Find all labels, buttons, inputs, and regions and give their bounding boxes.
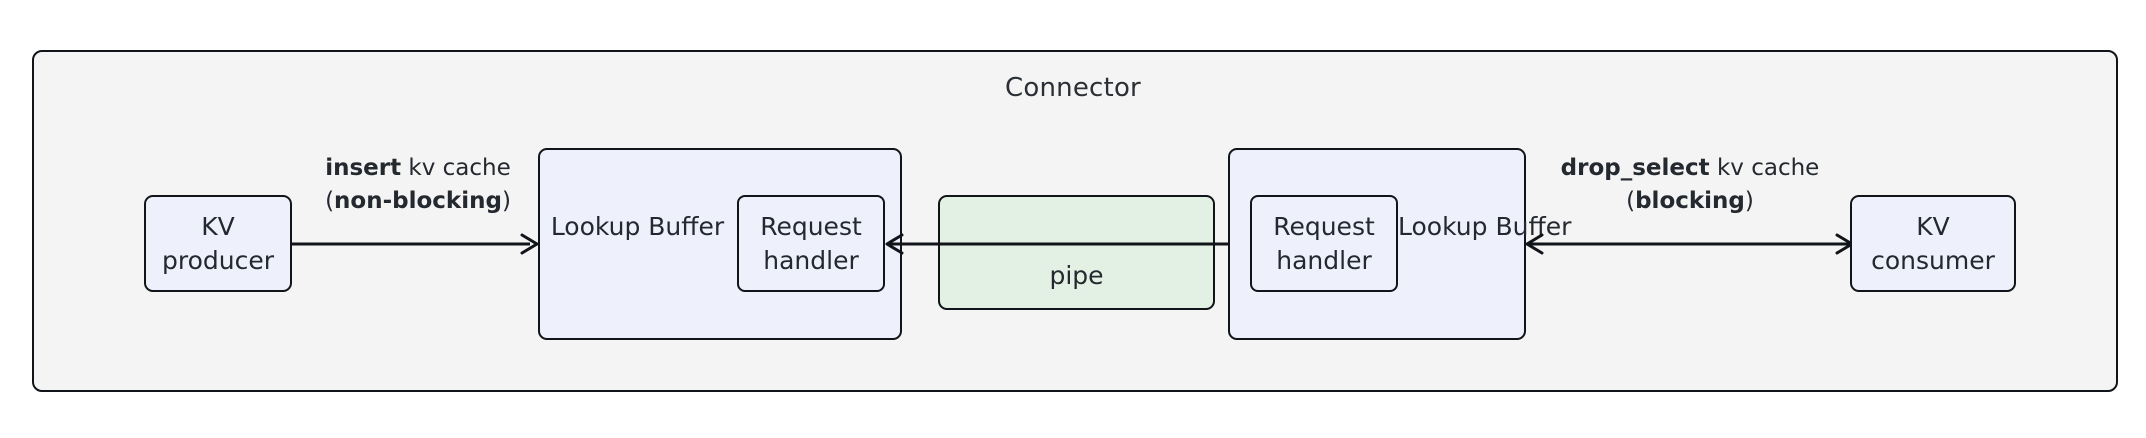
edge-label-drop-select-line2: (blocking) bbox=[1520, 185, 1860, 218]
edge-label-drop-select-close: ) bbox=[1744, 187, 1754, 214]
request-handler-right-line1: Request bbox=[1273, 212, 1375, 241]
edge-label-drop-select-rest: kv cache bbox=[1709, 155, 1820, 181]
request-handler-right-line2: handler bbox=[1276, 245, 1372, 275]
edge-label-insert-rest: kv cache bbox=[401, 155, 511, 181]
node-pipe: pipe bbox=[938, 195, 1215, 310]
kv-producer-line2: producer bbox=[161, 245, 274, 275]
edge-label-drop-select-open: ( bbox=[1626, 187, 1636, 214]
node-request-handler-right: Request handler bbox=[1250, 195, 1398, 292]
edge-label-insert-bold: insert bbox=[325, 155, 402, 181]
edge-label-drop-select-bold: drop_select bbox=[1560, 155, 1710, 181]
node-kv-producer: KV producer bbox=[144, 195, 292, 292]
edge-label-drop-select-bold2: blocking bbox=[1635, 187, 1745, 214]
connector-title: Connector bbox=[1005, 73, 1141, 103]
lookup-buffer-right-line1: Lookup bbox=[1398, 212, 1488, 241]
edge-label-drop-select: drop_select kv cache (blocking) bbox=[1520, 152, 1860, 217]
edge-label-drop-select-line1: drop_select kv cache bbox=[1520, 152, 1860, 185]
edge-label-insert-bold2: non-blocking bbox=[334, 187, 502, 214]
edge-label-insert-line1: insert kv cache bbox=[278, 152, 558, 185]
lookup-buffer-left-line2: Buffer bbox=[648, 212, 725, 241]
node-kv-consumer: KV consumer bbox=[1850, 195, 2016, 292]
kv-producer-line1: KV bbox=[201, 212, 235, 241]
lookup-buffer-right-label: Lookup Buffer bbox=[1398, 210, 1571, 244]
edge-label-insert-line2: (non-blocking) bbox=[278, 185, 558, 218]
lookup-buffer-left-label: Lookup Buffer bbox=[538, 210, 737, 244]
request-handler-left-line2: handler bbox=[763, 245, 859, 275]
edge-label-insert: insert kv cache (non-blocking) bbox=[278, 152, 558, 217]
kv-consumer-line1: KV bbox=[1916, 212, 1950, 241]
kv-consumer-line2: consumer bbox=[1871, 245, 1995, 275]
lookup-buffer-left-line1: Lookup bbox=[550, 212, 641, 241]
edge-label-insert-open: ( bbox=[325, 187, 335, 214]
node-request-handler-left: Request handler bbox=[737, 195, 885, 292]
request-handler-left-line1: Request bbox=[760, 212, 862, 241]
edge-label-insert-close: ) bbox=[501, 187, 511, 214]
pipe-label: pipe bbox=[1049, 260, 1104, 290]
